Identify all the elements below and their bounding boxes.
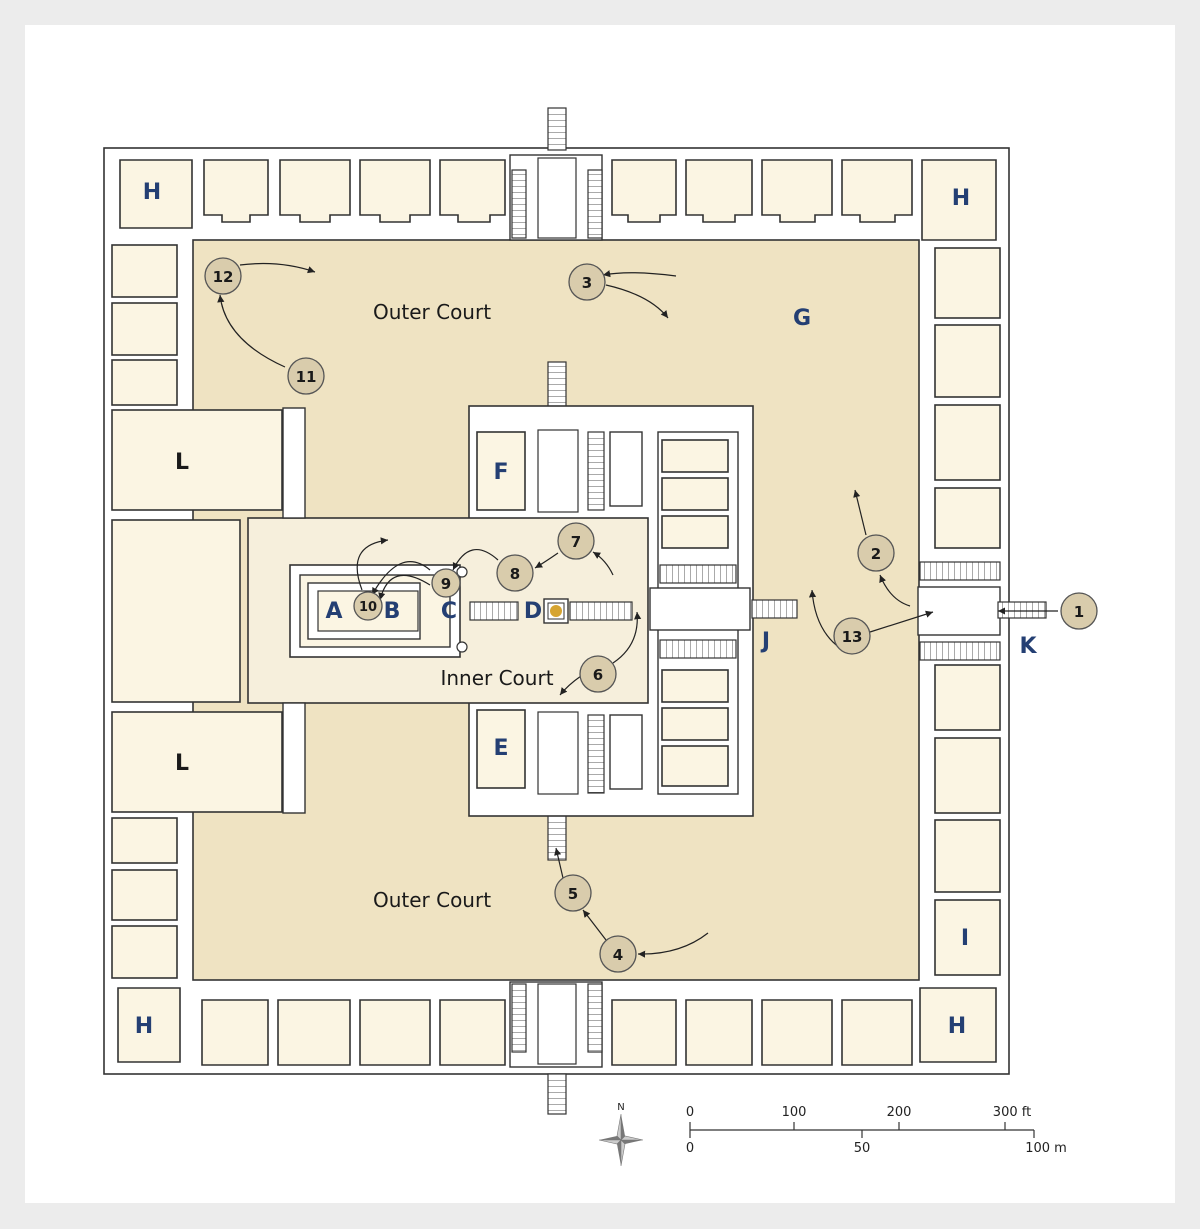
west-chambers	[111, 244, 283, 979]
marker-6: 6	[579, 655, 617, 693]
scale-m-50: 50	[854, 1141, 871, 1156]
marker-8: 8	[496, 554, 534, 592]
label-h-sw: H	[135, 1014, 153, 1039]
altar	[550, 605, 562, 617]
label-d: D	[524, 599, 542, 624]
svg-text:7: 7	[571, 533, 581, 551]
marker-11: 11	[287, 357, 325, 395]
marker-10: 10	[353, 591, 383, 621]
svg-text:10: 10	[359, 600, 377, 615]
marker-5: 5	[554, 874, 592, 912]
label-g: G	[793, 306, 811, 331]
svg-text:6: 6	[593, 666, 603, 684]
east-chambers	[934, 247, 1001, 976]
label-i: I	[961, 926, 969, 951]
svg-text:8: 8	[510, 565, 520, 583]
svg-text:13: 13	[842, 628, 863, 646]
compass-rose-icon: N	[598, 1102, 644, 1167]
scale-ft-0: 0	[686, 1105, 694, 1120]
marker-9: 9	[431, 568, 461, 598]
label-l-north: L	[175, 450, 189, 475]
scale-m-100: 100 m	[1025, 1141, 1067, 1156]
south-chambers	[117, 987, 997, 1066]
label-h-nw: H	[143, 180, 161, 205]
label-h-se: H	[948, 1014, 966, 1039]
label-j: J	[760, 629, 770, 654]
label-c: C	[441, 599, 457, 624]
scale-bar: 0 100 200 300 ft 0 50 100 m	[686, 1105, 1067, 1156]
label-l-south: L	[175, 751, 189, 776]
label-h-ne: H	[952, 186, 970, 211]
svg-text:9: 9	[441, 575, 451, 593]
marker-3: 3	[568, 263, 606, 301]
label-e: E	[493, 736, 508, 761]
scale-ft-300: 300 ft	[993, 1105, 1031, 1120]
marker-7: 7	[557, 522, 595, 560]
marker-1: 1	[1060, 592, 1098, 630]
svg-text:11: 11	[296, 368, 317, 386]
inner-temple-rooms	[476, 429, 798, 795]
scale-m-0: 0	[686, 1141, 694, 1156]
marker-13: 13	[833, 617, 871, 655]
label-f: F	[493, 460, 508, 485]
scale-ft-200: 200	[887, 1105, 912, 1120]
compass-north-label: N	[617, 1102, 624, 1113]
svg-text:3: 3	[582, 274, 592, 292]
label-k: K	[1019, 634, 1037, 659]
route-arrows	[217, 262, 1058, 958]
gates	[509, 107, 1047, 1115]
svg-text:12: 12	[213, 268, 234, 286]
scale-ft-100: 100	[782, 1105, 807, 1120]
marker-4: 4	[599, 935, 637, 973]
marker-12: 12	[204, 257, 242, 295]
label-a: A	[325, 599, 342, 624]
outer-court-label-north: Outer Court	[373, 300, 491, 324]
svg-text:5: 5	[568, 885, 578, 903]
label-b: B	[384, 599, 401, 624]
outer-court-label-south: Outer Court	[373, 888, 491, 912]
inner-court-label: Inner Court	[440, 666, 553, 690]
marker-2: 2	[857, 534, 895, 572]
svg-text:1: 1	[1074, 603, 1084, 621]
svg-text:2: 2	[871, 545, 881, 563]
north-chambers	[119, 159, 997, 241]
svg-text:4: 4	[613, 946, 623, 964]
